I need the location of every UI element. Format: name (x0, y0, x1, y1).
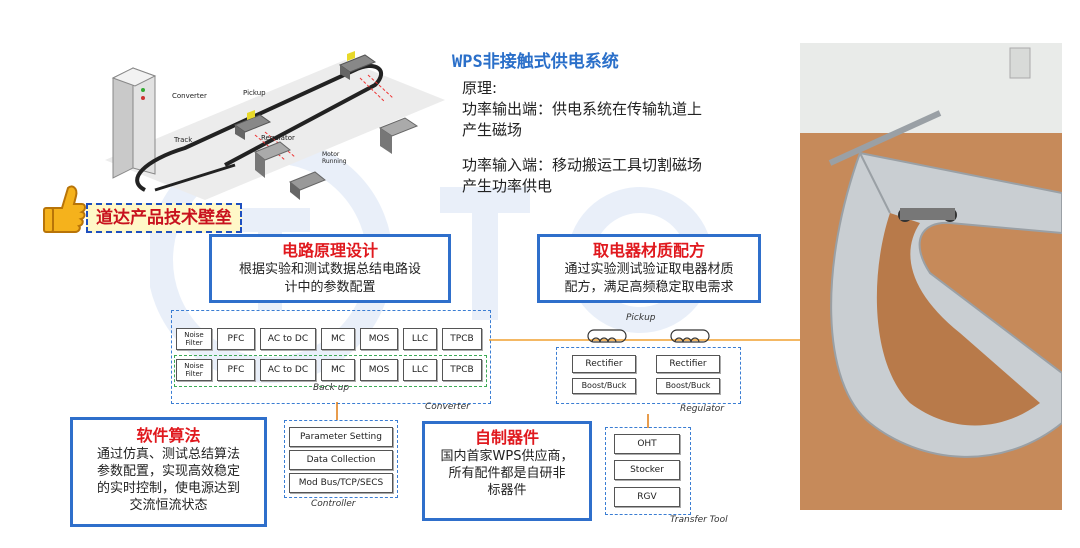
pickup-label: Pickup (626, 313, 656, 323)
wps-system-illustration (105, 51, 445, 200)
tech-barrier-badge: 道达产品技术壁垒 (86, 203, 242, 233)
transfer-rgv: RGV (614, 487, 680, 507)
transfer-tool-label: Transfer Tool (670, 515, 728, 525)
converter-primary-module: PFC (217, 328, 255, 350)
backup-label: Back up (313, 383, 350, 393)
label-regulator: Regulator (261, 134, 295, 142)
controller-label: Controller (311, 499, 356, 509)
transfer-stocker: Stocker (614, 460, 680, 480)
page-title: WPS非接触式供电系统 (452, 52, 619, 72)
controller-data-collection: Data Collection (289, 450, 393, 470)
principle-input: 功率输入端：移动搬运工具切割磁场 产生功率供电 (462, 156, 703, 195)
thumbs-up-icon (43, 185, 86, 233)
callout-components-title: 自制器件 (474, 428, 539, 447)
label-converter: Converter (172, 92, 207, 100)
label-track: Track (174, 136, 193, 144)
regulator-block (556, 347, 741, 404)
converter-primary-module: AC to DC (260, 328, 316, 350)
converter-backup-module: Noise Filter (176, 359, 212, 381)
regulator-label: Regulator (680, 404, 724, 414)
converter-backup-module: TPCB (442, 359, 482, 381)
callout-pickup-material: 取电器材质配方 通过实验测试验证取电器材质 配方，满足高频稳定取电需求 (537, 234, 761, 303)
label-pickup: Pickup (243, 89, 266, 97)
track-system-photo (800, 43, 1062, 510)
principle-heading: 原理: (462, 79, 498, 97)
controller-parameter-setting: Parameter Setting (289, 427, 393, 447)
converter-backup-module: MOS (360, 359, 398, 381)
backup-block (174, 355, 487, 387)
converter-label: Converter (425, 402, 470, 412)
regulator-boost-buck-2: Boost/Buck (656, 378, 720, 394)
converter-primary-module: MC (321, 328, 355, 350)
callout-software-algorithm: 软件算法 通过仿真、测试总结算法 参数配置，实现高效稳定 的实时控制，使电源达到… (70, 417, 267, 527)
converter-primary-module: Noise Filter (176, 328, 212, 350)
callout-self-made-components: 自制器件 国内首家WPS供应商， 所有配件都是自研非 标器件 (422, 421, 592, 521)
principle-text: 原理: 功率输出端：供电系统在传输轨道上 产生磁场 功率输入端：移动搬运工具切割… (462, 78, 792, 197)
converter-primary-module: MOS (360, 328, 398, 350)
converter-backup-module: AC to DC (260, 359, 316, 381)
callout-pickup-body: 通过实验测试验证取电器材质 配方，满足高频稳定取电需求 (564, 262, 734, 295)
regulator-rectifier-1: Rectifier (572, 355, 636, 373)
label-motor-running: Motor Running (322, 151, 347, 165)
principle-output: 功率输出端：供电系统在传输轨道上 产生磁场 (462, 100, 703, 139)
callout-software-body: 通过仿真、测试总结算法 参数配置，实现高效稳定 的实时控制，使电源达到 交流恒流… (96, 447, 240, 513)
converter-backup-module: LLC (403, 359, 437, 381)
regulator-rectifier-2: Rectifier (656, 355, 720, 373)
converter-primary-module: TPCB (442, 328, 482, 350)
converter-backup-module: PFC (217, 359, 255, 381)
converter-block (171, 310, 491, 404)
transfer-oht: OHT (614, 434, 680, 454)
controller-block (284, 420, 398, 498)
callout-circuit-design: 电路原理设计 根据实验和测试数据总结电路设 计中的参数配置 (209, 234, 451, 303)
callout-components-body: 国内首家WPS供应商， 所有配件都是自研非 标器件 (440, 449, 574, 498)
converter-primary-module: LLC (403, 328, 437, 350)
converter-backup-module: MC (321, 359, 355, 381)
callout-circuit-title: 电路原理设计 (281, 241, 378, 260)
controller-modbus: Mod Bus/TCP/SECS (289, 473, 393, 493)
callout-pickup-title: 取电器材质配方 (592, 241, 705, 260)
callout-circuit-body: 根据实验和测试数据总结电路设 计中的参数配置 (238, 262, 421, 295)
callout-software-title: 软件算法 (136, 426, 201, 445)
regulator-boost-buck-1: Boost/Buck (572, 378, 636, 394)
transfer-tool-block (605, 427, 691, 515)
